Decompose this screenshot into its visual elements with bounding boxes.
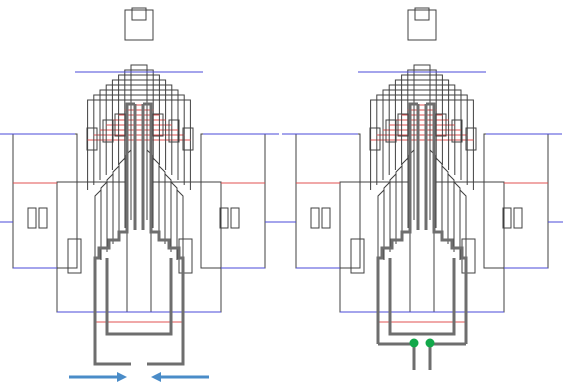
front-pillar-right (441, 164, 449, 236)
window-tower (451, 119, 463, 143)
window-left (310, 207, 320, 229)
window-lower-left (67, 238, 82, 274)
tower-step (118, 74, 160, 165)
front-pillar-right (176, 188, 184, 260)
cut-path-left (376, 102, 418, 344)
tower-step (382, 89, 462, 180)
tab-right (147, 344, 185, 366)
front-pillar-right (164, 172, 172, 244)
window-tower (86, 127, 98, 151)
window-lower-right (178, 238, 193, 274)
window-right (502, 207, 512, 229)
window-tower (182, 127, 194, 151)
front-pillar-right (170, 180, 178, 252)
tower-top (407, 9, 437, 41)
front-pillar-left (401, 156, 409, 228)
front-pillar-left (383, 180, 391, 252)
front-pillar-right (158, 164, 166, 236)
tab-left (93, 344, 131, 366)
inner-building-right (433, 181, 505, 313)
front-pillar-right (435, 156, 443, 228)
tower-step (105, 84, 173, 175)
window-tower (397, 113, 409, 137)
window-tower (465, 127, 477, 151)
front-pillar-left (112, 164, 120, 236)
front-pillar-left (100, 180, 108, 252)
wing-building-left (12, 133, 78, 269)
window-left (321, 207, 331, 229)
front-pillar-left (395, 164, 403, 236)
wing-building-left (295, 133, 361, 269)
inner-building-right (150, 181, 222, 313)
push-arrow-left-head (117, 372, 127, 382)
front-pillar-right (152, 156, 160, 228)
window-right (513, 207, 523, 229)
cut-path-left (93, 102, 135, 344)
cut-inner (105, 258, 173, 336)
front-pillar-right (447, 172, 455, 244)
cut-path-right (143, 102, 185, 344)
join-dot-left (409, 338, 419, 348)
tower-top (124, 9, 154, 41)
window-tower (369, 127, 381, 151)
tab-left-joined (378, 342, 416, 370)
front-pillar-right (453, 180, 461, 252)
tower-step (99, 89, 179, 180)
tab-right-joined (428, 342, 466, 370)
wing-building-right (483, 133, 549, 269)
window-tower (385, 119, 397, 143)
window-lower-left (350, 238, 365, 274)
tower-step (130, 64, 148, 155)
tower-step (93, 94, 185, 185)
cut-inner (388, 258, 456, 336)
joined-template (280, 7, 563, 370)
front-pillar-left (118, 156, 126, 228)
window-left (38, 207, 48, 229)
wing-building-right (200, 133, 266, 269)
window-right (230, 207, 240, 229)
unjoined-template (0, 7, 281, 382)
window-tower (435, 113, 447, 137)
tower-step (370, 99, 474, 190)
window-lower-right (461, 238, 476, 274)
push-arrow-right-head (151, 372, 161, 382)
tower-step (87, 99, 191, 190)
window-tower (114, 113, 126, 137)
front-pillar-right (459, 188, 467, 260)
window-tower (152, 113, 164, 137)
tower-step (394, 79, 450, 170)
cut-path-right (426, 102, 468, 344)
front-pillar-left (377, 188, 385, 260)
front-pillar-left (94, 188, 102, 260)
tower-step (388, 84, 456, 175)
tower-pinnacle (414, 7, 430, 21)
front-pillar-left (106, 172, 114, 244)
tower-step (111, 79, 167, 170)
window-tower (168, 119, 180, 143)
window-left (27, 207, 37, 229)
tower-step (376, 94, 468, 185)
front-pillar-left (389, 172, 397, 244)
tower-pinnacle (131, 7, 147, 21)
tower-step (413, 64, 431, 155)
tower-step (401, 74, 443, 165)
window-right (219, 207, 229, 229)
window-tower (102, 119, 114, 143)
join-dot-right (425, 338, 435, 348)
